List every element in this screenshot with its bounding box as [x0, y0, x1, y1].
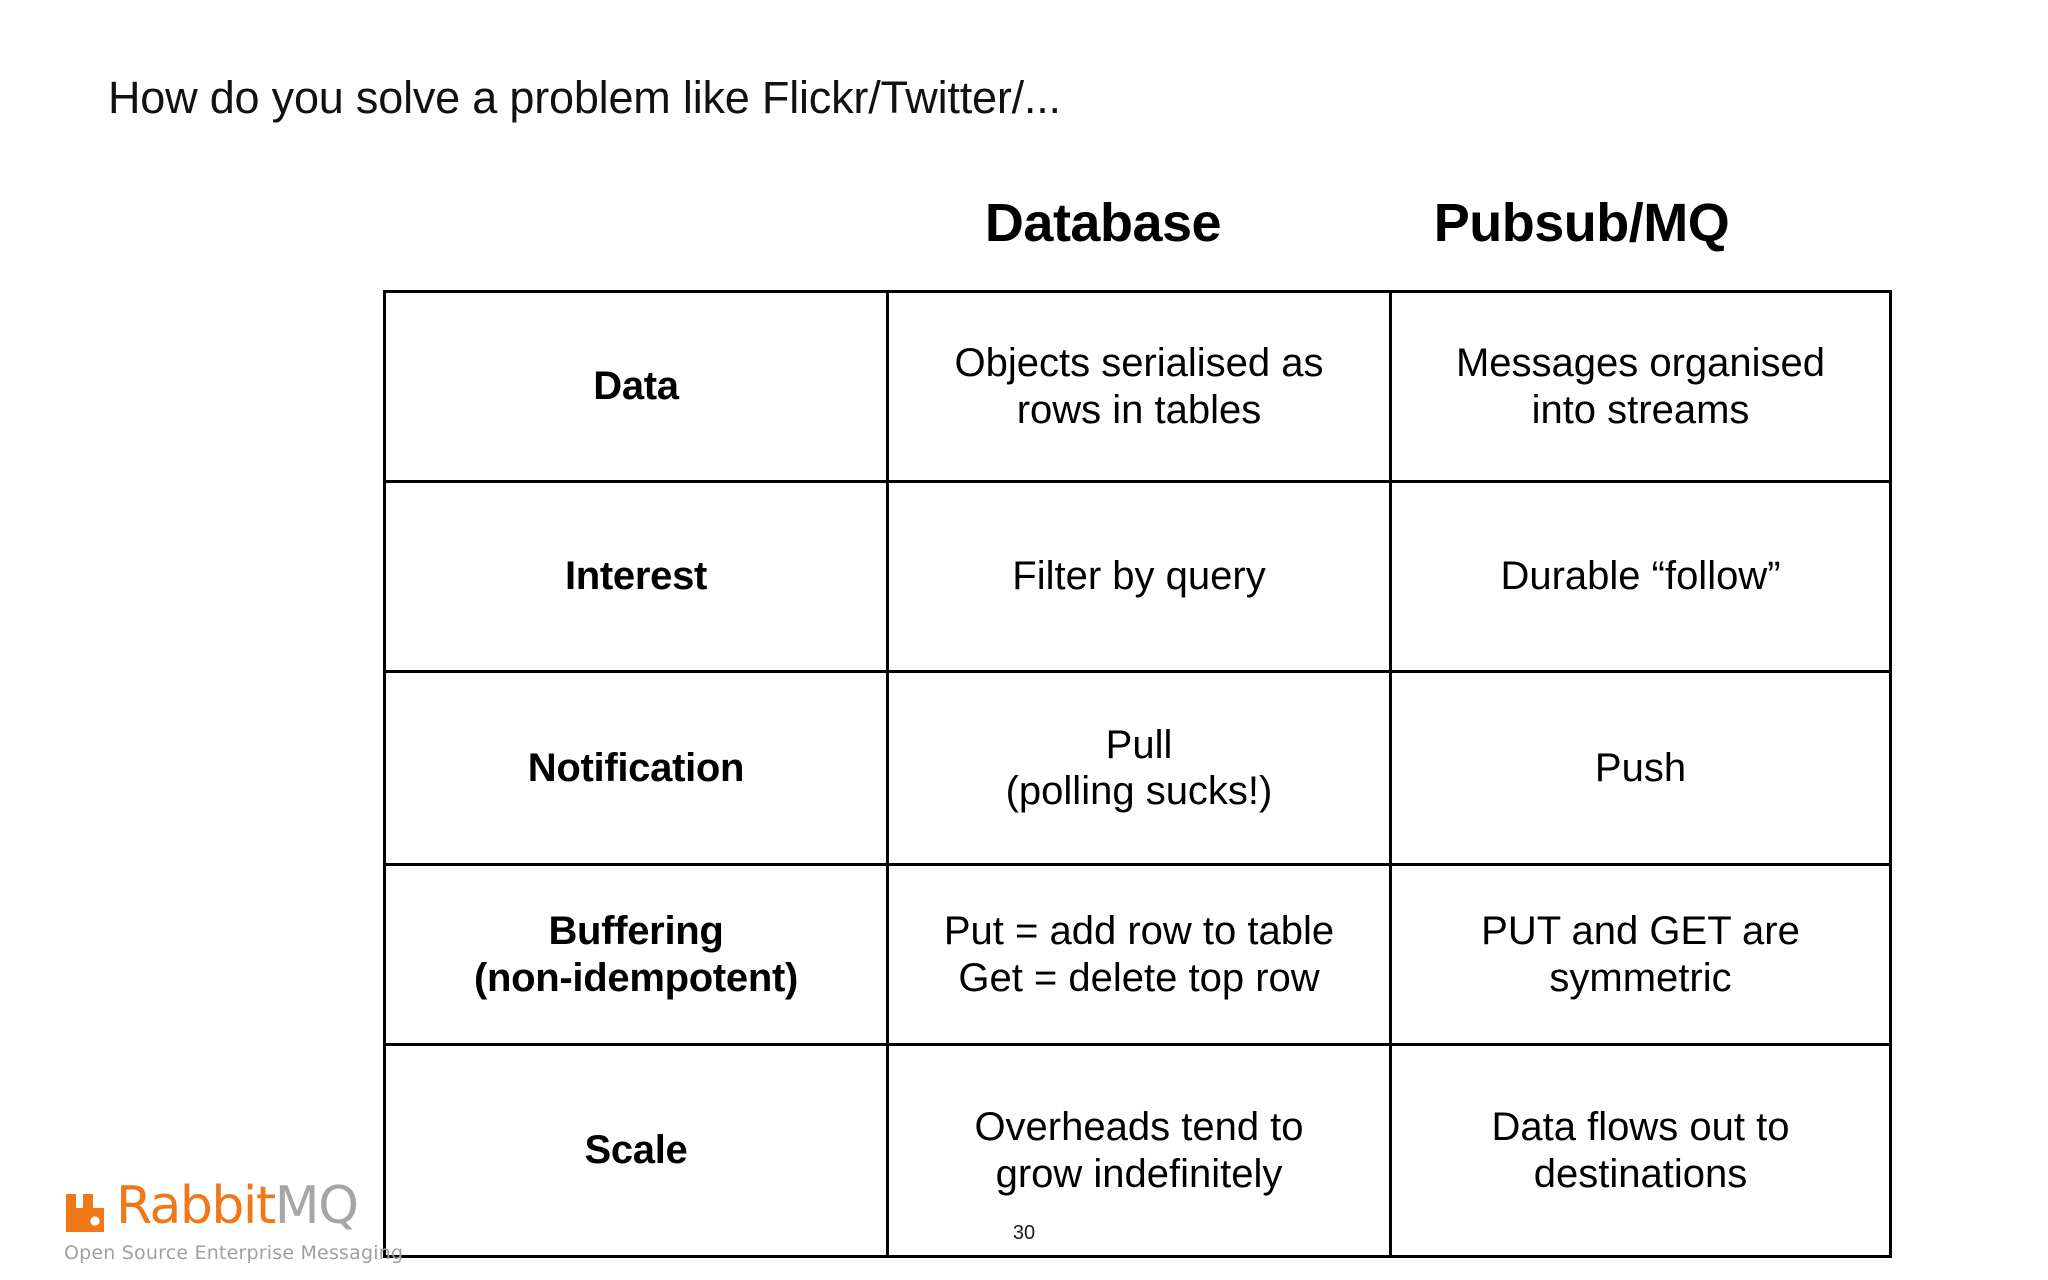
table-row: Notification Pull (polling sucks!) Push — [383, 670, 1892, 866]
cell-line-1: Push — [1594, 745, 1687, 790]
rabbitmq-logo: RabbitMQ Open Source Enterprise Messagin… — [62, 1180, 403, 1272]
logo-word-mq: MQ — [274, 1176, 359, 1236]
logo-tagline: Open Source Enterprise Messaging — [64, 1242, 404, 1264]
cell-notification-pubsub: Push — [1389, 670, 1892, 866]
cell-line-2: grow indefinitely — [995, 1151, 1283, 1196]
cell-line-2: Get = delete top row — [958, 955, 1320, 1000]
logo-wordmark: RabbitMQ — [116, 1180, 359, 1232]
table-row: Data Objects serialised as rows in table… — [383, 290, 1892, 483]
cell-line-1: Pull — [1105, 722, 1173, 767]
cell-buffering-database: Put = add row to table Get = delete top … — [886, 863, 1392, 1046]
cell-notification-database: Pull (polling sucks!) — [886, 670, 1392, 866]
row-label-buffering: Buffering (non-idempotent) — [383, 863, 889, 1046]
cell-line-1: Filter by query — [1012, 554, 1266, 599]
cell-interest-pubsub: Durable “follow” — [1389, 480, 1892, 673]
comparison-table: Data Objects serialised as rows in table… — [383, 290, 1892, 1258]
table-row: Scale Overheads tend to grow indefinitel… — [383, 1043, 1892, 1258]
cell-line-2: destinations — [1533, 1151, 1748, 1196]
cell-scale-pubsub: Data flows out to destinations — [1389, 1043, 1892, 1258]
row-label-notification: Notification — [383, 670, 889, 866]
cell-data-pubsub: Messages organised into streams — [1389, 290, 1892, 483]
cell-scale-database: Overheads tend to grow indefinitely — [886, 1043, 1392, 1258]
row-label-data: Data — [383, 290, 889, 483]
cell-line-1: Data flows out to — [1491, 1105, 1790, 1150]
column-header-pubsub-mq: Pubsub/MQ — [1433, 193, 1730, 253]
cell-line-2: rows in tables — [1016, 387, 1262, 432]
cell-line-1: Put = add row to table — [943, 909, 1335, 954]
table-row: Buffering (non-idempotent) Put = add row… — [383, 863, 1892, 1046]
cell-line-1: Overheads tend to — [974, 1105, 1304, 1150]
page-number: 30 — [1012, 1222, 1036, 1244]
cell-buffering-pubsub: PUT and GET are symmetric — [1389, 863, 1892, 1046]
row-label-scale: Scale — [383, 1043, 889, 1258]
rabbit-mark-icon — [66, 1194, 104, 1232]
cell-line-2: into streams — [1531, 387, 1750, 432]
column-header-database: Database — [984, 193, 1222, 253]
cell-line-2: symmetric — [1549, 955, 1732, 1000]
cell-interest-database: Filter by query — [886, 480, 1392, 673]
table-row: Interest Filter by query Durable “follow… — [383, 480, 1892, 673]
cell-line-1: Objects serialised as — [954, 341, 1324, 386]
row-label-line-2: (non-idempotent) — [473, 955, 798, 1000]
row-label-interest: Interest — [383, 480, 889, 673]
cell-line-1: Messages organised — [1455, 341, 1826, 386]
table-column-headers: Database Pubsub/MQ — [383, 178, 1820, 268]
cell-line-2: (polling sucks!) — [1005, 769, 1273, 813]
cell-line-1: PUT and GET are — [1481, 909, 1800, 954]
cell-line-1: Durable “follow” — [1500, 554, 1781, 599]
page-title: How do you solve a problem like Flickr/T… — [108, 72, 1061, 123]
row-label-line-1: Buffering — [548, 909, 724, 954]
logo-word-rabbit: Rabbit — [116, 1176, 276, 1236]
cell-data-database: Objects serialised as rows in tables — [886, 290, 1392, 483]
